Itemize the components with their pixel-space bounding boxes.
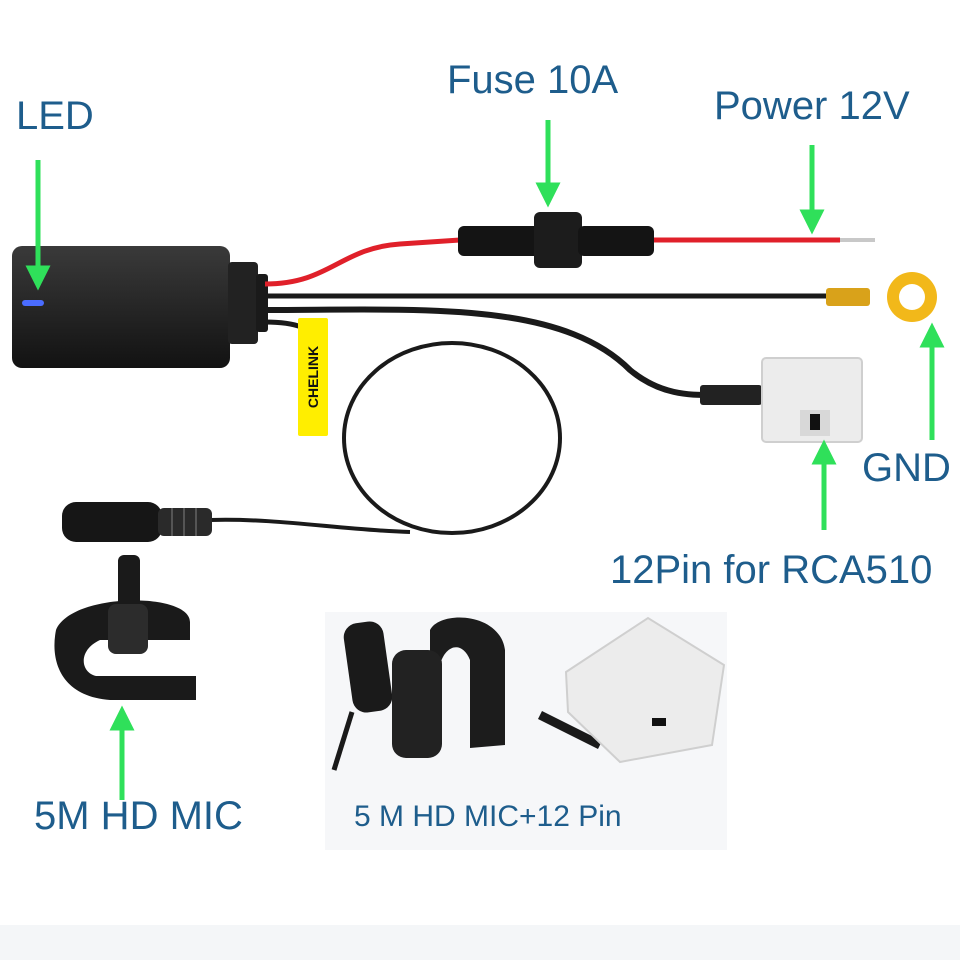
ground-wire — [265, 272, 937, 322]
label-fuse: Fuse 10A — [447, 58, 619, 102]
kit-panel — [325, 612, 727, 850]
label-gnd: GND — [862, 446, 951, 490]
module-box — [12, 246, 268, 368]
label-pin: 12Pin for RCA510 — [610, 548, 933, 592]
led-light — [22, 300, 44, 306]
brand-tag-text: CHELINK — [305, 345, 321, 409]
label-kit: 5 M HD MIC+12 Pin — [354, 800, 622, 833]
mic-clip-left — [54, 555, 196, 700]
power-wire — [264, 237, 875, 287]
connector-12pin-top — [761, 357, 863, 443]
label-led: LED — [16, 94, 94, 138]
mic-cable — [209, 319, 562, 535]
label-power: Power 12V — [714, 84, 910, 128]
connector-cable — [264, 306, 762, 405]
label-mic: 5M HD MIC — [34, 794, 243, 838]
pointer-arrows — [25, 120, 945, 800]
bottom-strip — [0, 925, 960, 960]
microphone-left — [62, 502, 212, 542]
brand-tag — [298, 318, 328, 436]
fuse-holder — [458, 212, 654, 268]
